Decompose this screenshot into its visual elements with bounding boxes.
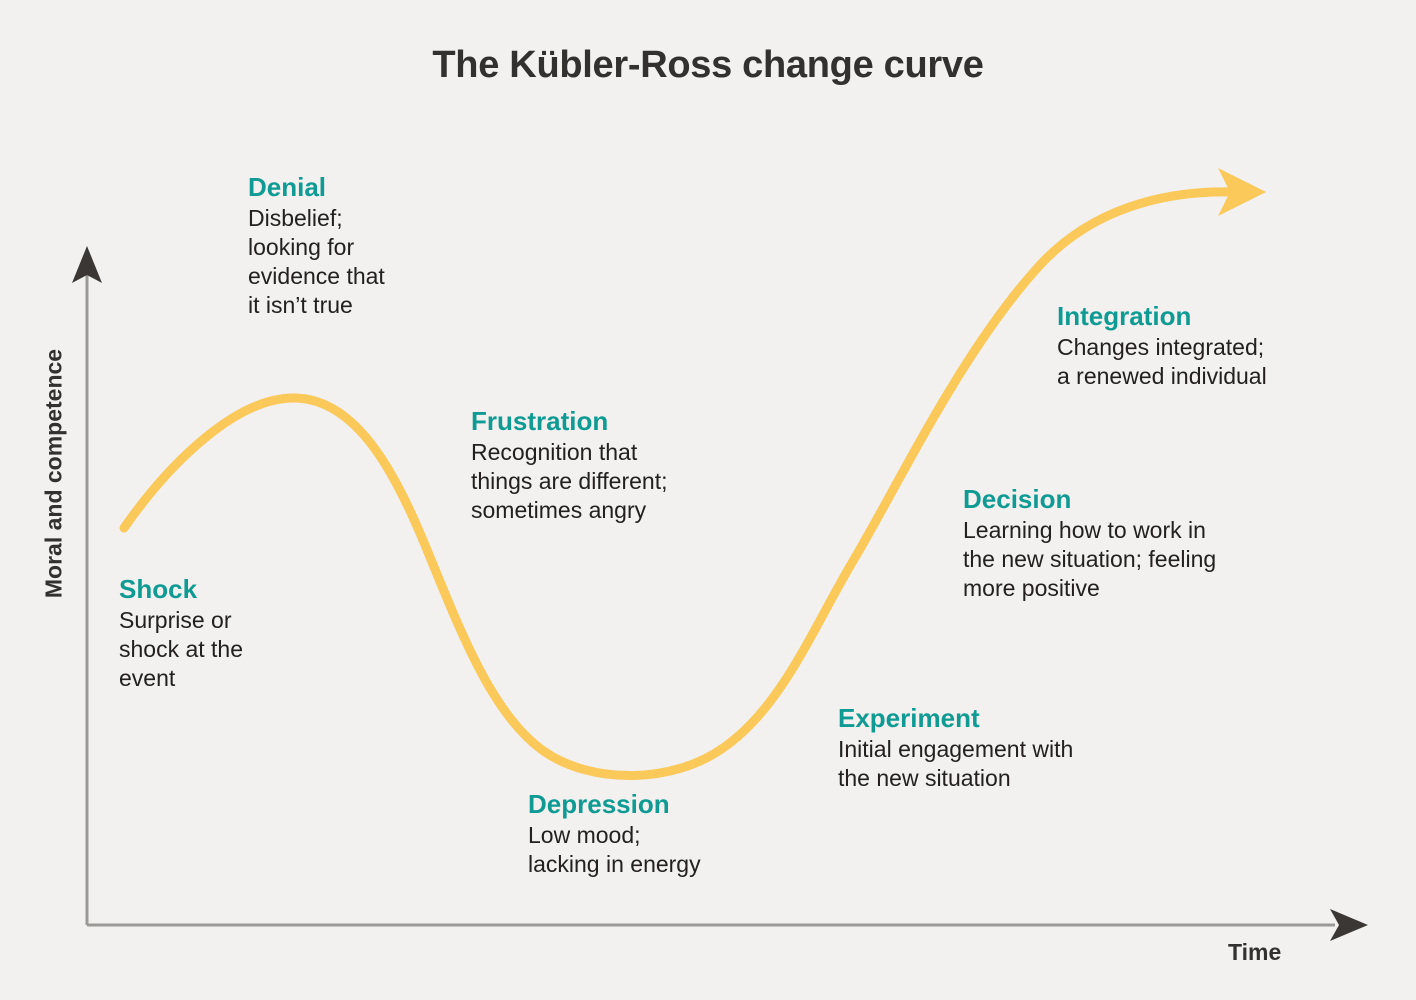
stage-annotation-experiment: Experiment Initial engagement with the n… [838,703,1178,793]
stage-description-shock: Surprise or shock at the event [119,607,244,692]
y-axis-arrow-icon [72,246,102,283]
stage-title-shock: Shock [119,574,198,604]
y-axis-label: Moral and competence [40,348,67,599]
stage-description-depression: Low mood; lacking in energy [528,822,701,878]
stage-annotation-decision: Decision Learning how to work in the new… [963,484,1323,603]
stage-description-experiment: Initial engagement with the new situatio… [838,736,1074,792]
stage-title-denial: Denial [248,172,327,202]
stage-title-decision: Decision [963,484,1072,514]
x-axis-label: Time [1228,939,1282,965]
stage-description-decision: Learning how to work in the new situatio… [963,517,1217,602]
page-title: The Kübler-Ross change curve [432,44,984,86]
curve-arrow-icon [1218,168,1266,216]
stage-description-frustration: Recognition that things are different; s… [471,439,668,524]
stage-title-depression: Depression [528,789,670,819]
stage-annotation-shock: Shock Surprise or shock at the event [119,574,339,693]
stage-title-frustration: Frustration [471,406,609,436]
stage-title-experiment: Experiment [838,703,980,733]
stage-annotation-denial: Denial Disbelief; looking for evidence t… [248,172,468,320]
change-curve-path [119,187,1239,780]
stage-title-integration: Integration [1057,301,1192,331]
stage-description-denial: Disbelief; looking for evidence that it … [248,205,385,319]
stage-annotation-depression: Depression Low mood; lacking in energy [528,789,788,879]
stage-description-integration: Changes integrated; a renewed individual [1057,334,1267,390]
stage-annotation-frustration: Frustration Recognition that things are … [471,406,771,525]
x-axis-arrow-icon [1330,909,1368,941]
stage-annotation-integration: Integration Changes integrated; a renewe… [1057,301,1357,391]
